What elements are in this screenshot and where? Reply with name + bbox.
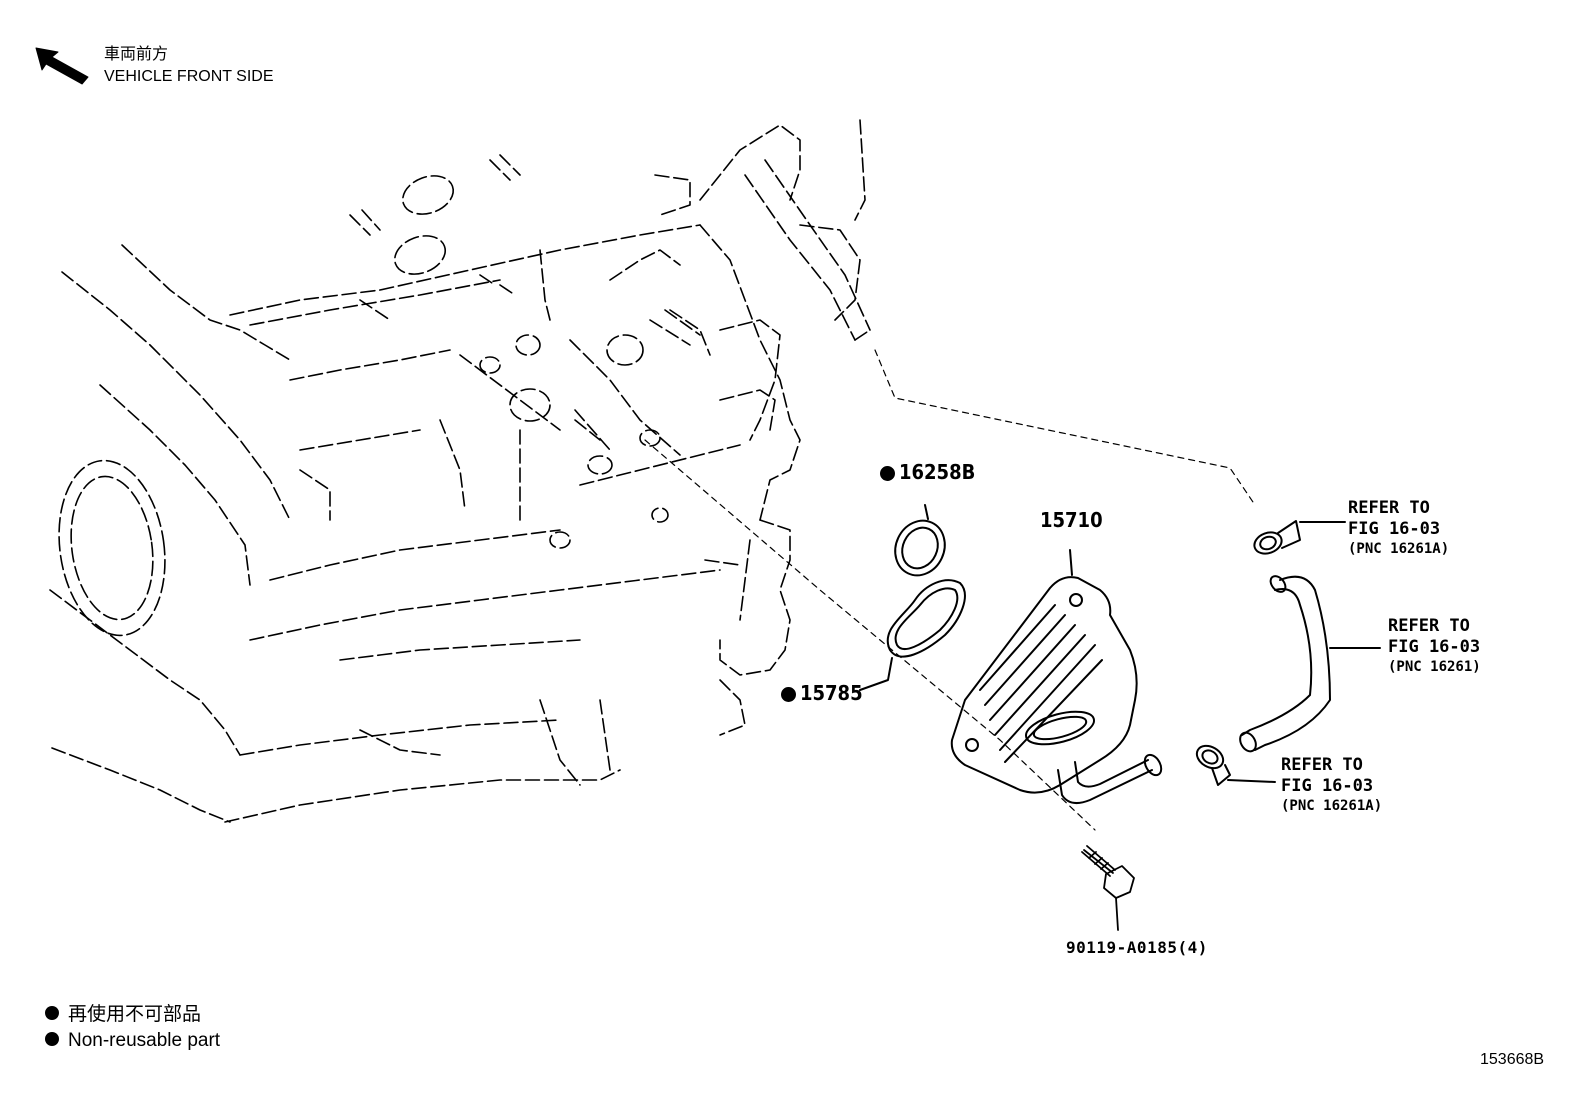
- oring-16258b-shape: [894, 504, 946, 577]
- reference-line-refer: REFER TO: [1388, 616, 1470, 636]
- hose-clamp-upper-shape: [1253, 520, 1346, 555]
- engine-block-outline: [49, 119, 871, 823]
- legend: 再使用不可部品 Non-reusable part: [45, 1002, 220, 1053]
- non-reusable-dot-icon: [781, 687, 796, 702]
- vehicle-front-label-en: VEHICLE FRONT SIDE: [104, 68, 274, 85]
- reference-line-pnc: (PNC 16261): [1388, 658, 1481, 675]
- reference-line-refer: REFER TO: [1281, 755, 1363, 775]
- non-reusable-dot-icon: [45, 1031, 59, 1046]
- legend-row-en: Non-reusable part: [45, 1028, 220, 1054]
- part-number-oil-cooler: 15710: [1040, 508, 1103, 532]
- reference-line-pnc: (PNC 16261A): [1348, 540, 1450, 557]
- part-number-gasket: 15785: [800, 681, 863, 705]
- reference-callout-clamp-upper: REFER TO FIG 16-03 (PNC 16261A): [1348, 498, 1449, 558]
- diagram-id: 153668B: [1480, 1051, 1545, 1068]
- reference-line-fig: FIG 16-03: [1281, 776, 1374, 797]
- assembly-leader-lines: [644, 349, 1256, 831]
- front-direction-arrow-icon: [35, 47, 89, 85]
- part-label-gasket: 15785: [781, 683, 863, 703]
- gasket-15785-shape: [859, 579, 966, 691]
- part-label-oring: 16258B: [880, 462, 975, 482]
- bolt-90119-a0185-shape: [1081, 845, 1135, 931]
- non-reusable-dot-icon: [880, 466, 895, 481]
- reference-callout-clamp-lower: REFER TO FIG 16-03 (PNC 16261A): [1281, 755, 1382, 815]
- legend-text-en: Non-reusable part: [68, 1029, 221, 1051]
- vehicle-front-label-jp: 車両前方: [104, 46, 169, 63]
- part-number-bolt: 90119-A0185(4): [1066, 938, 1208, 957]
- part-number-oring: 16258B: [899, 460, 976, 484]
- non-reusable-dot-icon: [45, 1005, 59, 1020]
- reference-line-pnc: (PNC 16261A): [1281, 797, 1383, 814]
- hose-clamp-lower-shape: [1195, 744, 1276, 786]
- legend-row-jp: 再使用不可部品: [45, 1002, 220, 1028]
- legend-text-jp: 再使用不可部品: [68, 1004, 202, 1025]
- oil-cooler-15710-shape: [950, 549, 1163, 805]
- reference-line-fig: FIG 16-03: [1348, 519, 1441, 540]
- water-hose-shape: [1239, 575, 1381, 753]
- reference-line-refer: REFER TO: [1348, 498, 1430, 518]
- reference-callout-hose: REFER TO FIG 16-03 (PNC 16261): [1388, 616, 1481, 676]
- reference-line-fig: FIG 16-03: [1388, 637, 1481, 658]
- part-label-oil-cooler: 15710: [1040, 510, 1103, 530]
- part-label-bolt: 90119-A0185(4): [1066, 940, 1208, 956]
